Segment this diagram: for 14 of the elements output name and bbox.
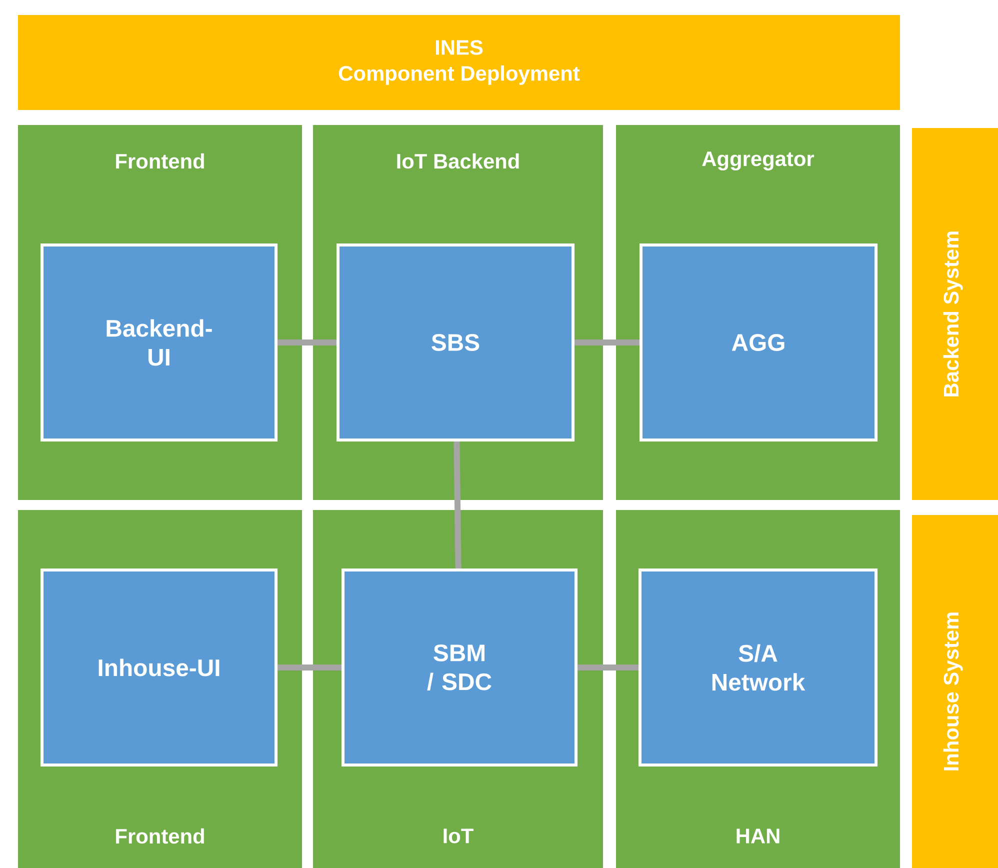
component-box: Backend-UI (40, 244, 278, 442)
component-box: S/A Network (638, 568, 878, 766)
system-band: Inhouse System (912, 515, 998, 868)
title-band: INES Component Deployment (18, 15, 900, 110)
connector-line (454, 441, 462, 569)
connector-line (574, 340, 640, 346)
component-box: SBM / SDC (342, 568, 578, 766)
component-box: SBS (336, 244, 574, 442)
connector-line (278, 664, 342, 670)
component-box: Inhouse-UI (40, 568, 278, 766)
system-band: Backend System (912, 128, 998, 500)
component-box: AGG (640, 244, 878, 442)
connector-line (578, 664, 638, 670)
connector-line (278, 340, 336, 346)
